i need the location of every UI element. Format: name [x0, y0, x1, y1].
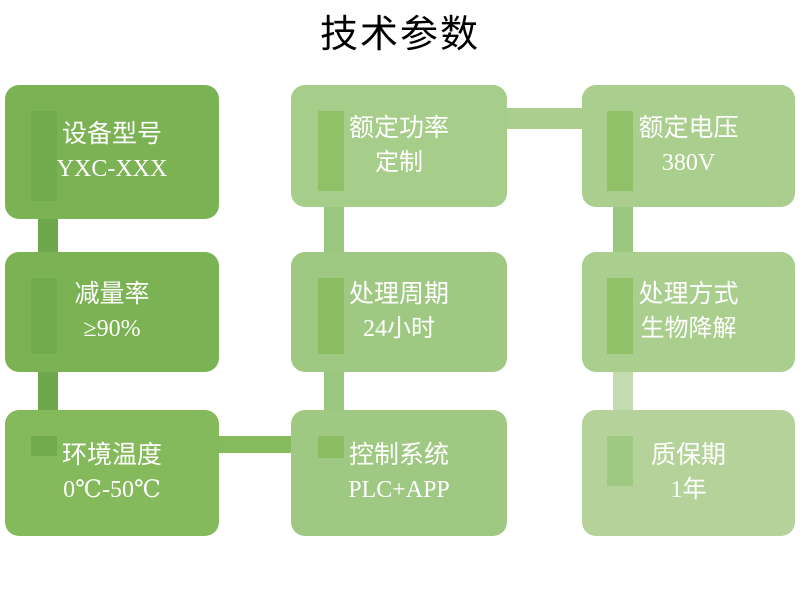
card-label-equipment-model: 设备型号 — [61, 121, 162, 148]
card-value-control-system: PLC+APP — [348, 477, 450, 503]
card-label-ambient-temperature: 环境温度 — [61, 442, 162, 469]
card-warranty-period[interactable]: 质保期 1年 — [582, 410, 795, 536]
card-reduction-rate[interactable]: 减量率 ≥90% — [5, 252, 219, 372]
card-label-processing-cycle: 处理周期 — [348, 281, 449, 308]
card-value-ambient-temperature: 0℃-50℃ — [63, 477, 161, 503]
card-processing-method[interactable]: 处理方式生物降解 — [582, 252, 795, 372]
card-control-system[interactable]: 控制系统 PLC+APP — [291, 410, 507, 536]
card-value-warranty-period: 1年 — [670, 477, 707, 503]
card-label-rated-voltage: 额定电压 — [638, 115, 739, 142]
card-label-warranty-period: 质保期 — [650, 442, 726, 469]
card-rated-voltage[interactable]: 额定电压 380V — [582, 85, 795, 207]
card-processing-cycle[interactable]: 处理周期 24小时 — [291, 252, 507, 372]
card-value-processing-method: 生物降解 — [640, 316, 737, 342]
card-equipment-model[interactable]: 设备型号 YXC-XXX — [5, 85, 219, 219]
card-rated-power[interactable]: 额定功率定制 — [291, 85, 507, 207]
card-ambient-temperature[interactable]: 环境温度 0℃-50℃ — [5, 410, 219, 536]
page-title: 技术参数 — [319, 14, 480, 56]
card-value-rated-power: 定制 — [375, 150, 423, 176]
connector-temperature-to-control-horizontal — [200, 436, 310, 453]
connector-power-to-voltage-horizontal — [490, 108, 598, 129]
card-label-control-system: 控制系统 — [348, 442, 449, 469]
card-label-rated-power: 额定功率 — [348, 115, 449, 142]
card-label-processing-method: 处理方式 — [638, 281, 739, 308]
card-value-equipment-model: YXC-XXX — [56, 156, 168, 182]
card-value-reduction-rate: ≥90% — [83, 316, 141, 342]
card-value-rated-voltage: 380V — [661, 150, 716, 176]
card-label-reduction-rate: 减量率 — [74, 281, 150, 308]
card-value-processing-cycle: 24小时 — [363, 316, 435, 342]
